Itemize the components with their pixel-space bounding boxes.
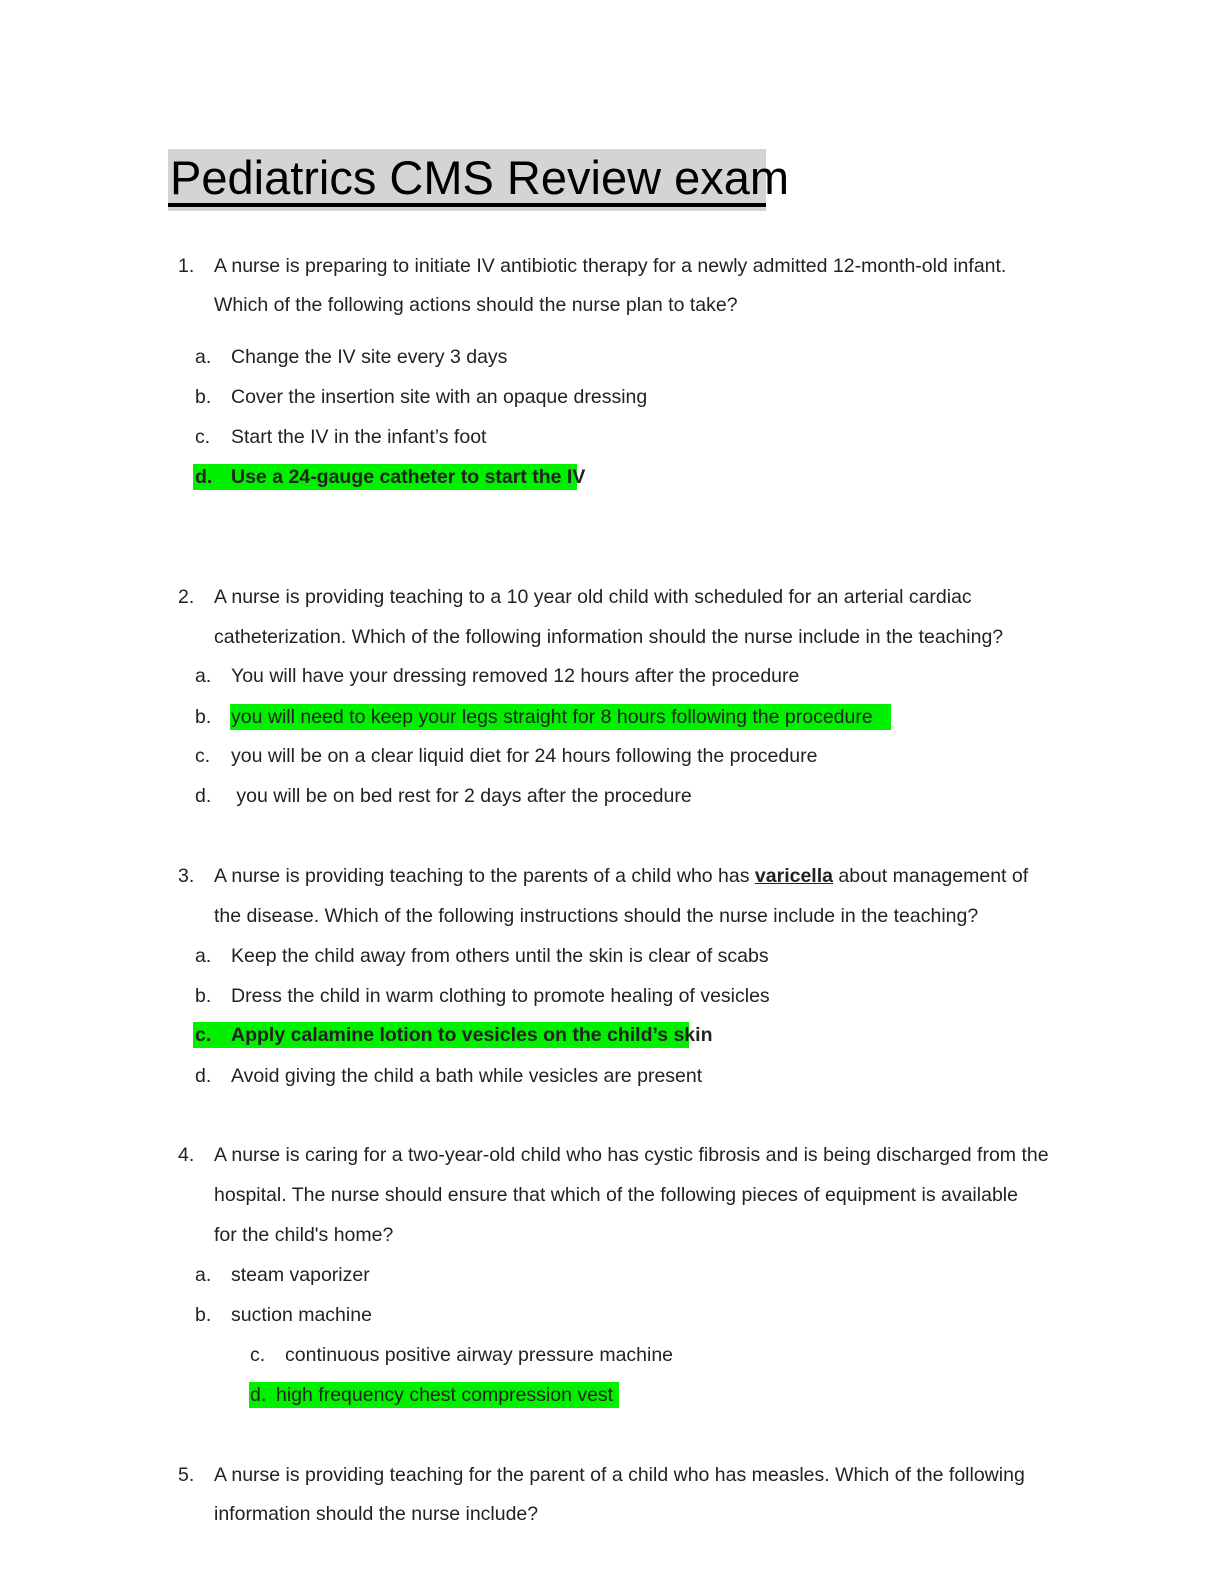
option-text: suction machine [231,1304,372,1326]
option-letter: a. [195,945,212,967]
question-text-segment: A nurse is providing teaching to the par… [214,865,755,887]
page-title: Pediatrics CMS Review exam [170,151,790,204]
option-letter: a. [195,1264,212,1286]
correct-answer-text: Apply calamine lotion to vesicles on the… [231,1024,713,1046]
option-letter: b. [195,706,212,728]
question-text-segment: about management of [833,865,1029,887]
option-letter: a. [195,346,212,368]
question-text-line: hospital. The nurse should ensure that w… [214,1184,1018,1206]
question-number: 5. [178,1464,195,1486]
question-text-line: for the child's home? [214,1224,394,1246]
question-number: 4. [178,1144,195,1166]
question-number: 1. [178,255,195,277]
correct-answer-text: high frequency chest compression vest [276,1384,614,1406]
option-letter: b. [195,386,212,408]
option-text: steam vaporizer [231,1264,370,1286]
answer-highlight [193,464,577,490]
option-text: You will have your dressing removed 12 h… [231,665,800,687]
question-text-line: information should the nurse include? [214,1503,539,1525]
emphasized-term: varicella [754,865,833,887]
option-letter: c. [195,426,211,448]
option-text: continuous positive airway pressure mach… [285,1344,674,1366]
question-text-line: the disease. Which of the following inst… [214,905,979,927]
question-number: 3. [178,865,195,887]
option-text: you will be on a clear liquid diet for 2… [231,745,818,767]
option-letter: a. [195,665,212,687]
question-text-line: A nurse is providing teaching to the par… [214,864,1028,888]
answer-highlight [249,1382,619,1408]
correct-answer-text: Use a 24-gauge catheter to start the IV [231,466,586,488]
answer-highlight [230,704,891,730]
option-letter: c. [195,1024,212,1046]
correct-answer-text: you will need to keep your legs straight… [231,706,873,728]
answer-highlight [193,1022,689,1048]
option-letter: d. [195,466,213,488]
option-text: Avoid giving the child a bath while vesi… [231,1065,703,1087]
option-text: you will be on bed rest for 2 days after… [231,785,692,807]
option-letter: c. [250,1344,266,1366]
option-letter: b. [195,1304,212,1326]
question-text-line: catheterization. Which of the following … [214,626,1004,648]
question-text-line: A nurse is providing teaching for the pa… [214,1464,1025,1486]
option-text: Cover the insertion site with an opaque … [231,386,648,408]
option-text: Dress the child in warm clothing to prom… [231,985,770,1007]
question-text-line: A nurse is providing teaching to a 10 ye… [214,586,972,608]
question-text-line: A nurse is preparing to initiate IV anti… [214,255,1007,277]
option-letter: d. [195,785,212,807]
option-text: Keep the child away from others until th… [231,945,769,967]
option-text: Start the IV in the infant’s foot [231,426,487,448]
question-text-line: Which of the following actions should th… [214,294,738,316]
title-band: Pediatrics CMS Review exam [168,149,789,211]
title-underline [168,203,766,207]
option-letter: c. [195,745,211,767]
question-number: 2. [178,586,195,608]
option-letter: b. [195,985,212,1007]
option-letter: d. [195,1065,212,1087]
option-text: Change the IV site every 3 days [231,346,508,368]
option-letter: d. [250,1384,267,1406]
question-text-line: A nurse is caring for a two-year-old chi… [214,1144,1049,1166]
